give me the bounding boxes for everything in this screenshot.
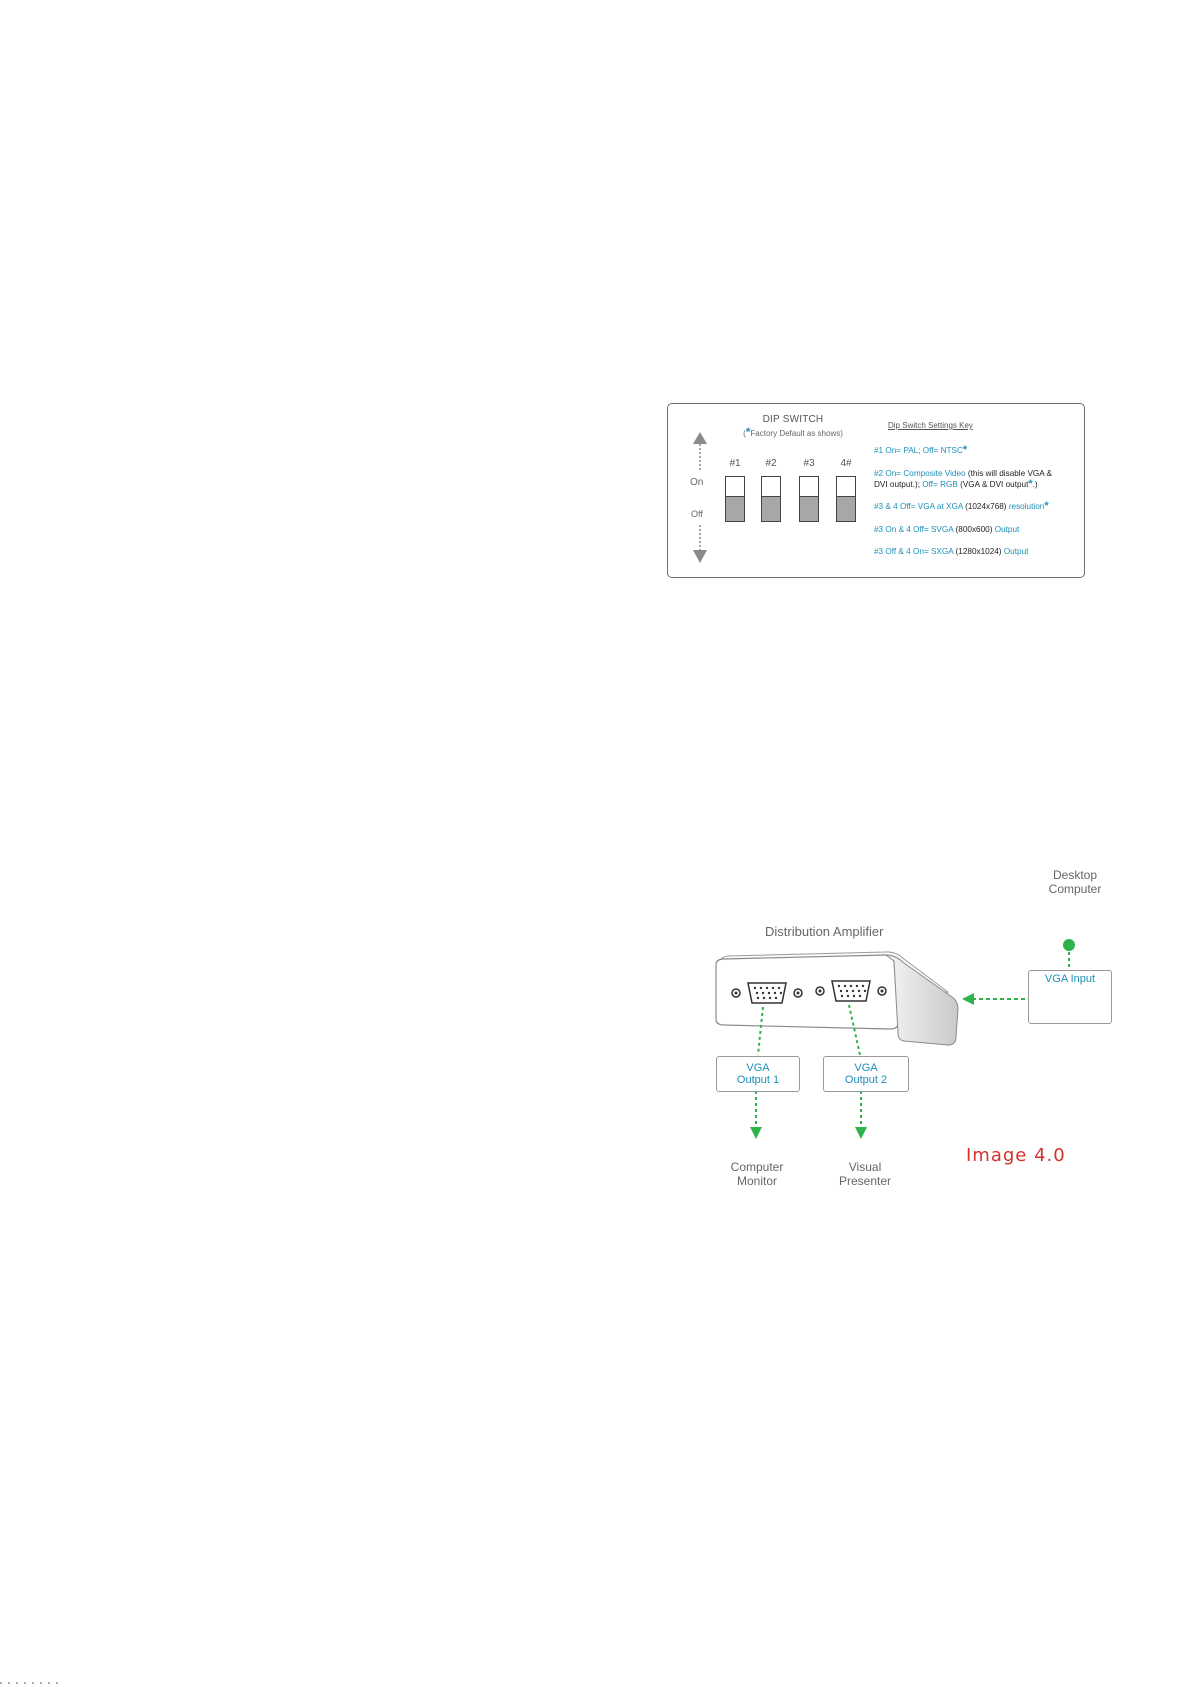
default-star-icon: * <box>1044 500 1049 512</box>
dip-switch-subtitle: (*Factory Default as shows) <box>712 425 874 439</box>
key-line-2: #2 On= Composite Video (this will disabl… <box>874 468 1052 479</box>
switch-number-2: #2 <box>765 458 777 469</box>
switch-lever <box>800 496 818 521</box>
dip-switch-3[interactable] <box>799 476 819 522</box>
dip-switch-2[interactable] <box>761 476 781 522</box>
switch-lever <box>726 496 744 521</box>
visual-presenter-label: Visual Presenter <box>820 1160 910 1188</box>
desktop-computer-line2: Computer <box>1048 882 1102 896</box>
default-star-icon: * <box>962 444 968 456</box>
key-line-2-end: .) <box>1032 480 1038 489</box>
key-line-5-text: #3 Off & 4 On= SXGA <box>874 547 954 556</box>
dip-switch-4[interactable] <box>836 476 856 522</box>
vga-input-box <box>1028 970 1112 1024</box>
key-line-4-text: #3 On & 4 Off= SVGA <box>874 525 954 534</box>
key-line-3-text: #3 & 4 Off= VGA at XGA <box>874 502 963 511</box>
default-star-icon: * <box>745 425 751 439</box>
on-off-arrows <box>693 432 707 563</box>
amplifier-side <box>884 954 959 1046</box>
vga-output-1-line1: VGA <box>746 1062 770 1074</box>
dip-switch-title: DIP SWITCH <box>762 414 824 425</box>
figure-caption: Image 4.0 <box>966 1145 1066 1166</box>
vga-output-2-box: VGA Output 2 <box>823 1056 909 1092</box>
switch-lever <box>762 496 780 521</box>
key-line-2-off: Off= RGB <box>922 480 958 489</box>
key-line-2-note: (this will disable VGA & <box>965 469 1053 478</box>
page-edge-mark <box>0 1682 60 1684</box>
key-line-1: #1 On= PAL; Off= NTSC* <box>874 445 967 456</box>
amplifier-title: Distribution Amplifier <box>765 924 884 939</box>
vga-output-1-box: VGA Output 1 <box>716 1056 800 1092</box>
key-line-3-res: (1024x768) <box>962 502 1009 511</box>
key-line-1-text: #1 On= PAL; Off= NTSC <box>874 446 963 455</box>
settings-key-title: Dip Switch Settings Key <box>888 421 973 430</box>
label-on: On <box>690 477 704 488</box>
key-line-5: #3 Off & 4 On= SXGA (1280x1024) Output <box>874 546 1028 557</box>
default-star-icon: * <box>1028 478 1033 490</box>
switch-number-3: #3 <box>803 458 815 469</box>
key-line-2-off-note: (VGA & DVI output <box>957 480 1029 489</box>
dip-switch-panel <box>667 403 1085 578</box>
subtitle-paren: ( <box>743 429 746 438</box>
computer-monitor-line2: Monitor <box>736 1174 777 1188</box>
desktop-computer-line1: Desktop <box>1052 868 1098 882</box>
desktop-computer-label: Desktop Computer <box>1030 868 1120 896</box>
up-arrow-icon <box>693 432 707 444</box>
key-line-5-res: (1280x1024) <box>953 547 1004 556</box>
visual-presenter-line1: Visual <box>848 1160 882 1174</box>
vga-output-2-line1: VGA <box>854 1062 878 1074</box>
key-line-4-end: Output <box>994 525 1020 534</box>
key-line-5-end: Output <box>1003 547 1029 556</box>
vga-output-1-line2: Output 1 <box>736 1074 780 1086</box>
key-line-2-text: #2 On= Composite Video <box>874 469 966 478</box>
visual-presenter-line2: Presenter <box>838 1174 892 1188</box>
switch-number-4: 4# <box>840 458 852 469</box>
switch-number-1: #1 <box>729 458 741 469</box>
desktop-computer-dot-icon <box>1063 939 1075 951</box>
key-line-4: #3 On & 4 Off= SVGA (800x600) Output <box>874 524 1019 535</box>
subtitle-text: Factory Default as shows) <box>750 429 843 438</box>
vga-input-label: VGA Input <box>1044 973 1096 985</box>
label-off: Off <box>691 509 703 519</box>
amplifier-front <box>715 954 899 1030</box>
computer-monitor-line1: Computer <box>730 1160 784 1174</box>
switch-lever <box>837 496 855 521</box>
vga-port-2-icon <box>815 980 887 1002</box>
vga-output-2-line2: Output 2 <box>844 1074 888 1086</box>
key-line-2b: DVI output.); Off= RGB (VGA & DVI output… <box>874 479 1038 490</box>
key-line-3: #3 & 4 Off= VGA at XGA (1024x768) resolu… <box>874 501 1049 512</box>
dip-switch-1[interactable] <box>725 476 745 522</box>
key-line-3-end: resolution <box>1008 502 1045 511</box>
key-line-2-note2: DVI output.); <box>874 480 923 489</box>
vga-port-1-icon <box>731 982 803 1004</box>
key-line-4-res: (800x600) <box>953 525 995 534</box>
down-arrow-icon <box>693 550 707 563</box>
computer-monitor-label: Computer Monitor <box>712 1160 802 1188</box>
